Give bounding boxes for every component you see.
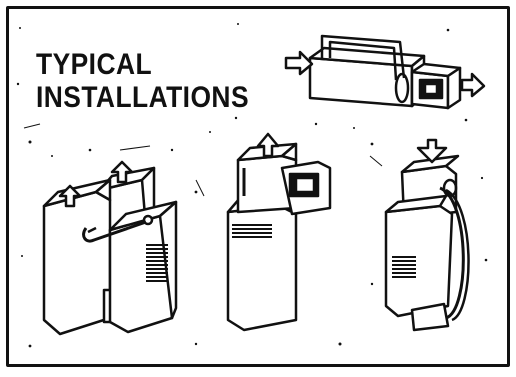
- diagram-title: TYPICAL INSTALLATIONS: [36, 48, 249, 114]
- scan-speckle: [16, 23, 488, 348]
- diagram-border: [6, 6, 510, 367]
- downflow-installation: [384, 138, 470, 332]
- title-line-2: INSTALLATIONS: [36, 81, 250, 114]
- title-line-1: TYPICAL: [36, 48, 153, 81]
- side-by-side-installation: [42, 160, 178, 336]
- horizontal-installation: [284, 34, 486, 110]
- upflow-installation: [226, 132, 332, 332]
